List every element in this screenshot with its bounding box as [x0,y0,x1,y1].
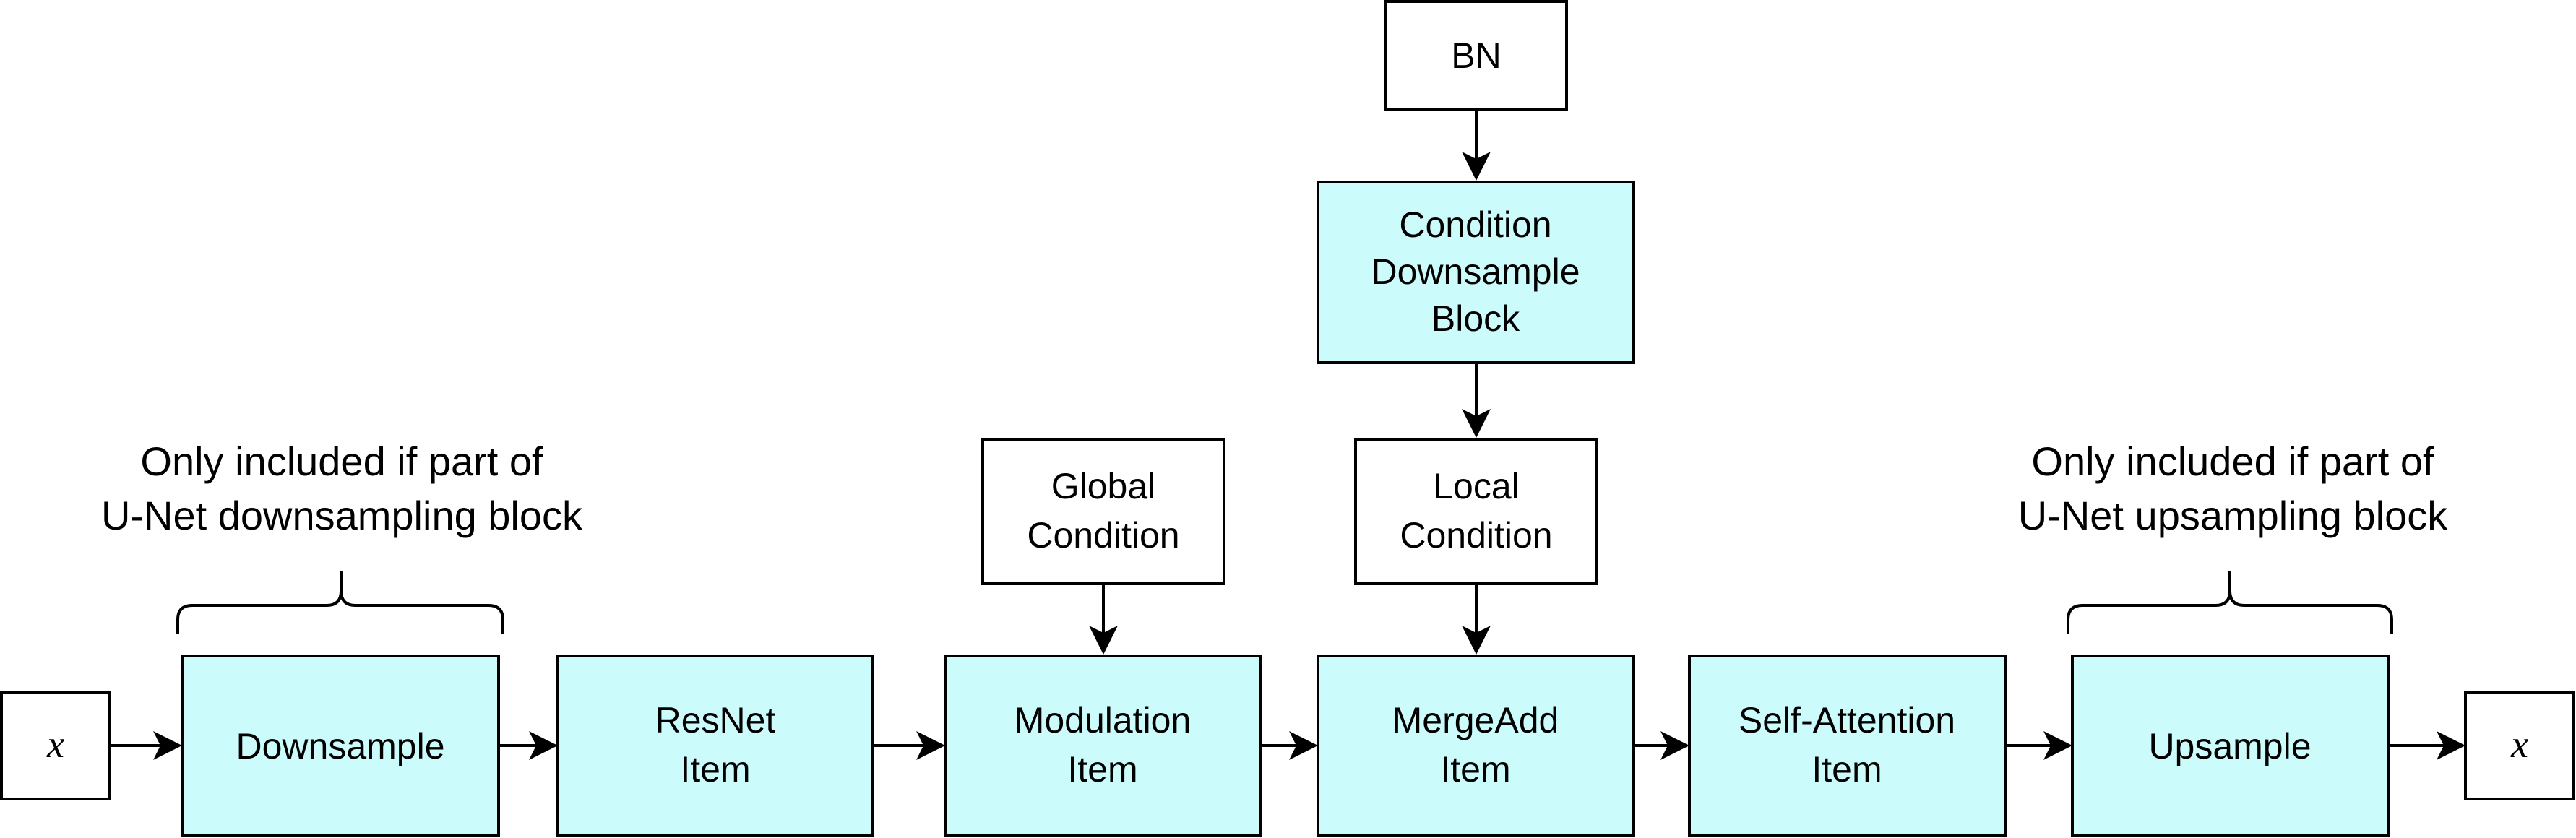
arrowhead-upsample-to-x [2437,731,2465,760]
condition-downsample-node: Condition Downsample Block [1317,181,1635,364]
mergeadd-node: MergeAdd Item [1317,655,1635,837]
arrowhead-downsample-to-resnet [529,731,558,760]
modulation-node: Modulation Item [944,655,1262,837]
global-condition-label-line-1: Global [1051,466,1156,506]
resnet-label-line-2: Item [680,749,750,790]
resnet-label-line-1: ResNet [655,700,776,740]
global-condition-label-line-2: Condition [1027,515,1179,556]
arrowhead-bn-to-conddown [1462,152,1491,181]
modulation-label-line-1: Modulation [1015,700,1192,740]
local-condition-label-line-1: Local [1433,466,1520,506]
modulation-box [944,655,1262,837]
arrowhead-local-to-mergeadd [1462,626,1491,655]
edges [110,110,2465,760]
arrowhead-conddown-to-local [1462,409,1491,438]
upsample-brace [2067,571,2393,634]
arrowhead-global-to-modulation [1089,626,1118,655]
global-condition-box [981,438,1225,585]
mergeadd-label-line-1: MergeAdd [1392,700,1559,740]
self-attention-label-line-2: Item [1812,749,1882,790]
mergeadd-box [1317,655,1635,837]
upsample-box [2071,655,2390,837]
input-x-node: x [0,691,111,800]
upsample-note: Only included if part of U-Net upsamplin… [2018,439,2448,538]
condition-downsample-label-line-3: Block [1431,298,1520,339]
bn-node: BN [1384,0,1568,111]
output-x-node: x [2464,691,2575,800]
downsample-note-line-1: Only included if part of [140,439,543,484]
resnet-node: ResNet Item [556,655,874,837]
downsample-label: Downsample [236,726,444,766]
bn-label: BN [1451,35,1501,76]
upsample-note-line-2: U-Net upsampling block [2018,493,2448,538]
self-attention-box [1688,655,2007,837]
arrowhead-resnet-to-modulation [916,731,945,760]
arrowhead-selfattention-to-upsample [2043,731,2072,760]
upsample-label: Upsample [2148,726,2311,766]
arrowhead-mergeadd-to-selfattention [1660,731,1689,760]
local-condition-label-line-2: Condition [1400,515,1552,556]
output-x-box [2464,691,2575,800]
input-x-label: x [46,722,64,766]
arrowhead-x-to-downsample [153,731,182,760]
condition-downsample-label-line-2: Downsample [1371,251,1580,292]
arrowhead-modulation-to-mergeadd [1289,731,1318,760]
downsample-box [181,655,500,837]
mergeadd-label-line-2: Item [1440,749,1510,790]
local-condition-node: Local Condition [1354,438,1598,585]
downsample-node: Downsample [181,655,500,837]
upsample-note-line-1: Only included if part of [2031,439,2434,484]
modulation-label-line-2: Item [1067,749,1137,790]
downsample-note: Only included if part of U-Net downsampl… [101,439,583,538]
downsample-brace [176,571,504,634]
condition-downsample-label-line-1: Condition [1399,204,1551,245]
condition-downsample-box [1317,181,1635,364]
self-attention-label-line-1: Self-Attention [1739,700,1955,740]
upsample-node: Upsample [2071,655,2390,837]
global-condition-node: Global Condition [981,438,1225,585]
self-attention-node: Self-Attention Item [1688,655,2007,837]
local-condition-box [1354,438,1598,585]
downsample-note-line-2: U-Net downsampling block [101,493,583,538]
input-x-box [0,691,111,800]
bn-box [1384,0,1568,111]
output-x-label: x [2510,722,2528,766]
resnet-box [556,655,874,837]
